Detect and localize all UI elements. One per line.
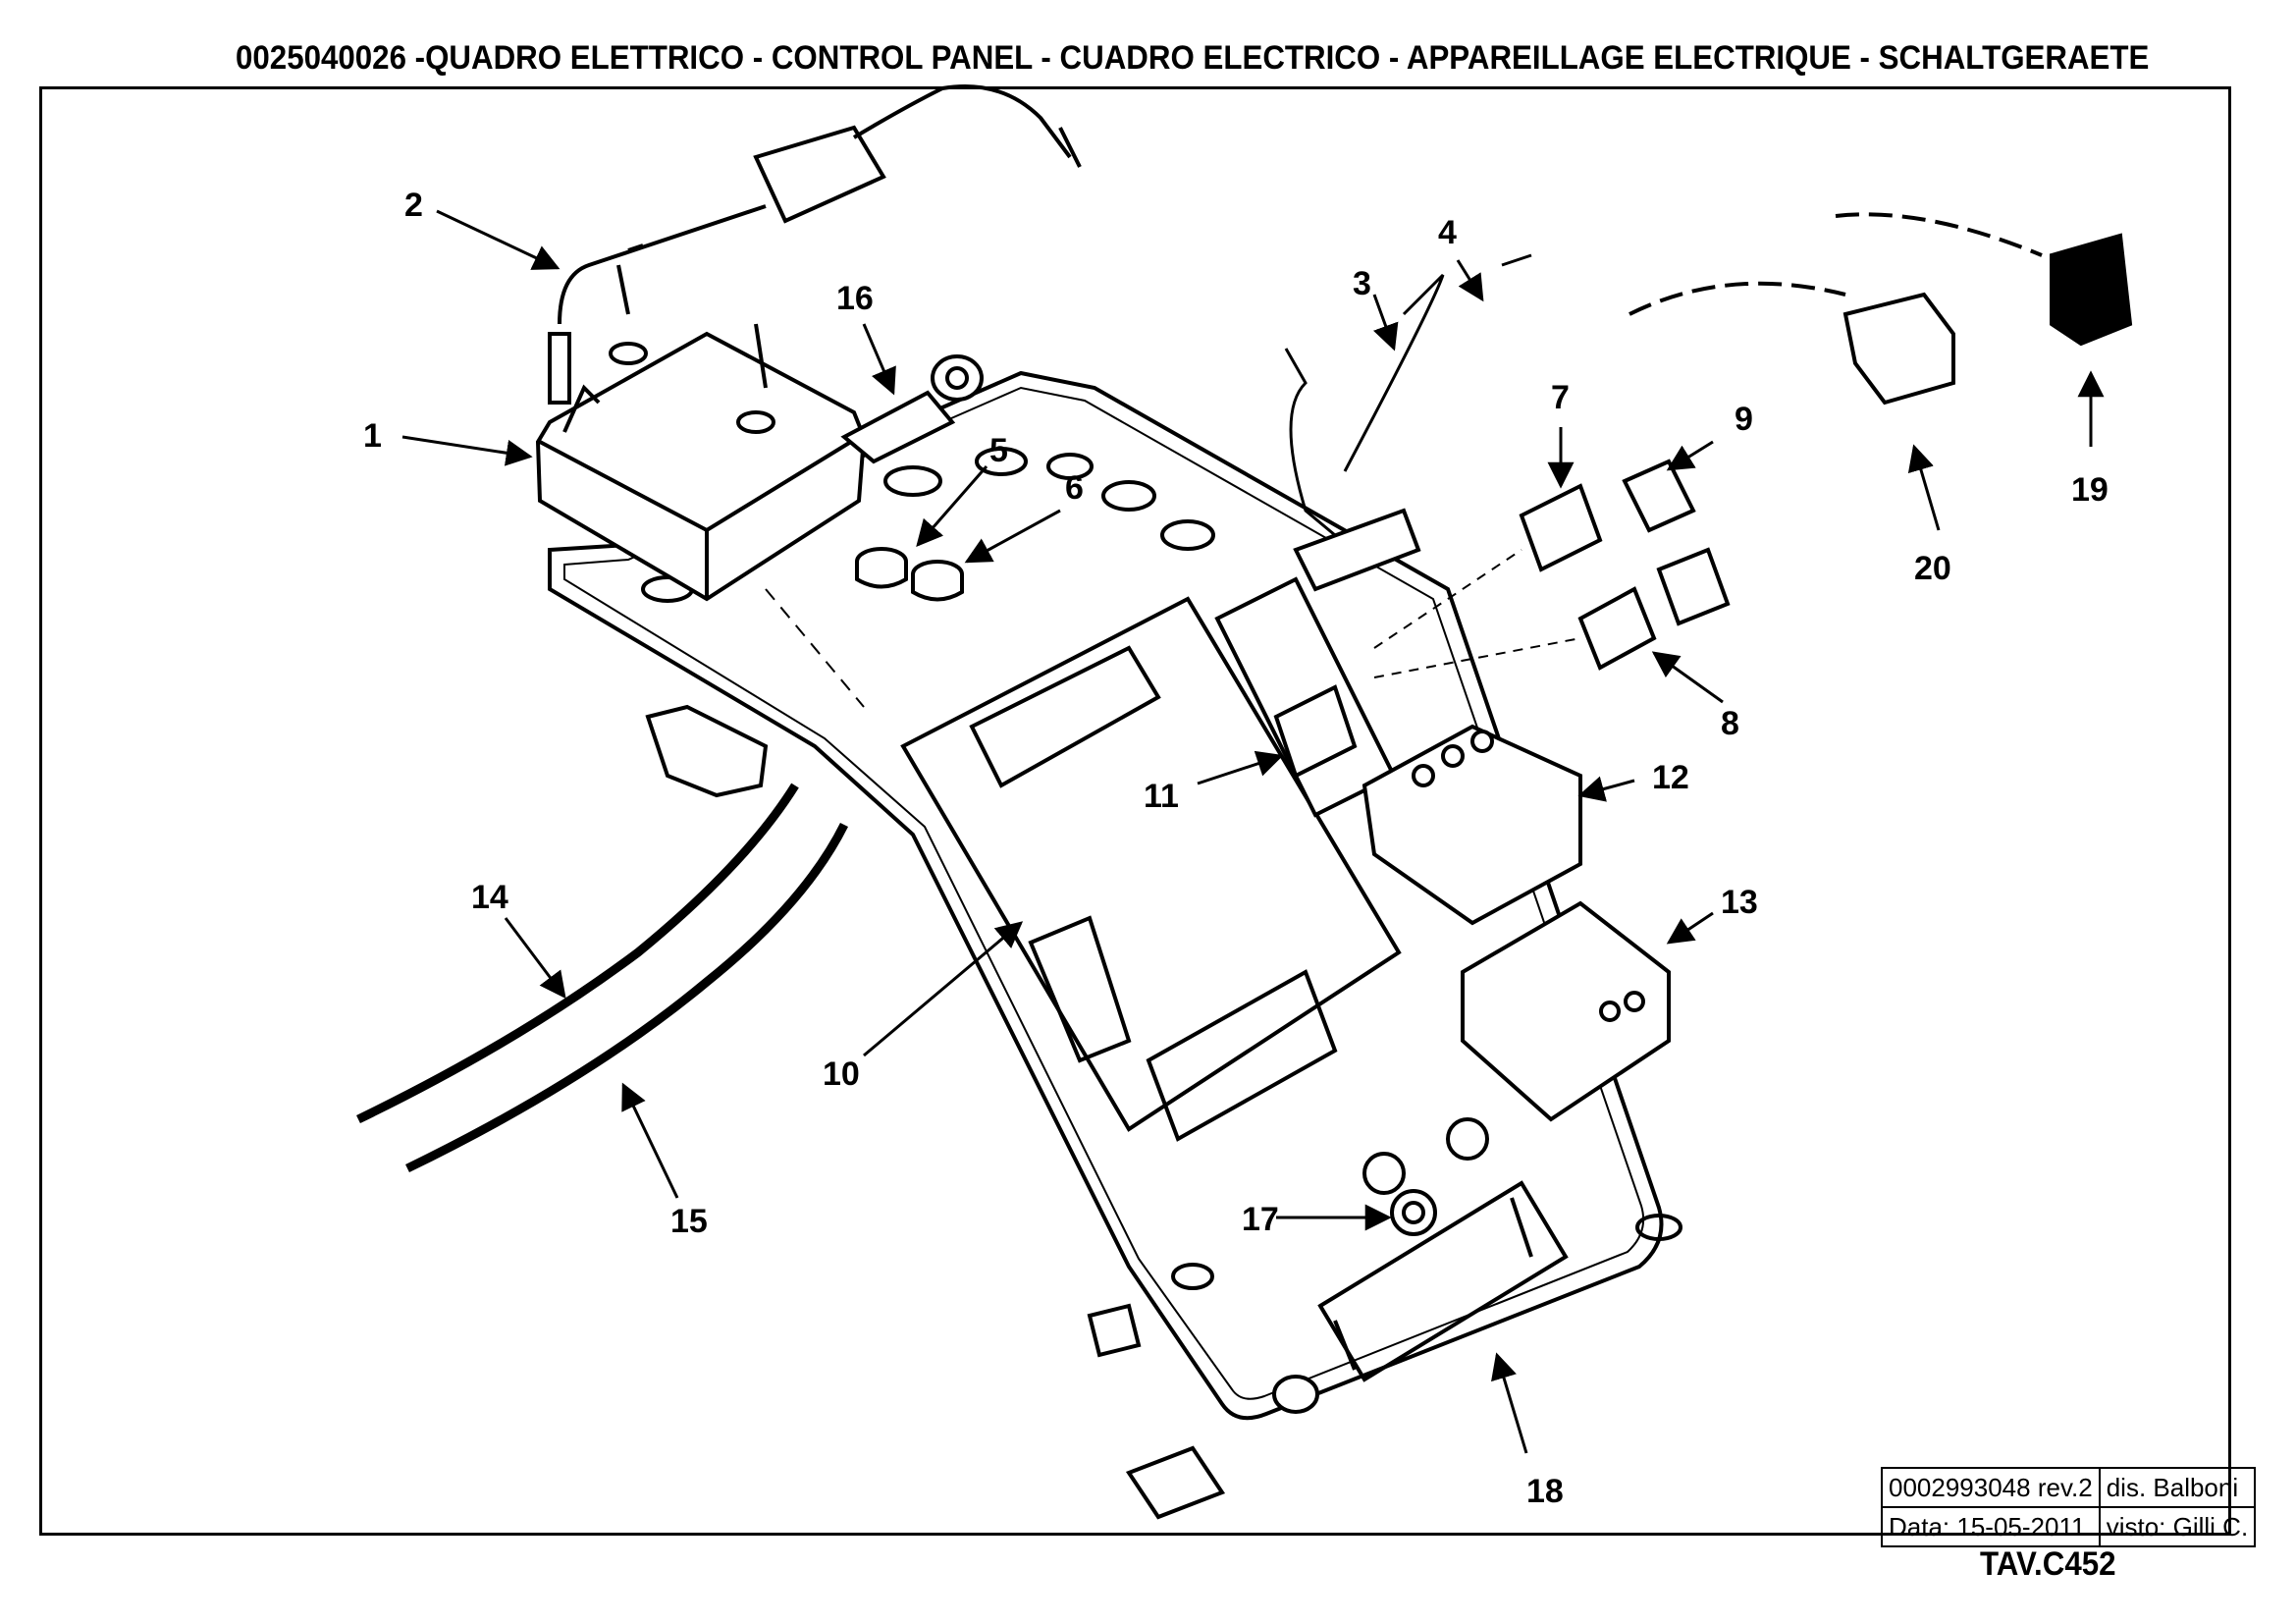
part-18-bracket <box>1317 1180 1569 1382</box>
callout-8: 8 <box>1721 705 1739 742</box>
callout-18: 18 <box>1526 1473 1564 1510</box>
callout-5: 5 <box>989 432 1008 469</box>
part-3-4-wires <box>1284 253 1532 562</box>
base-plate <box>548 370 1682 1421</box>
title-block: 0002993048 rev.2 dis. Balboni Data: 15-0… <box>1881 1467 2257 1547</box>
part-5-grommet <box>855 547 908 589</box>
callout-12: 12 <box>1652 759 1689 796</box>
part-6-grommet <box>911 560 964 602</box>
callout-16: 16 <box>836 280 874 317</box>
part-10-pcb <box>900 596 1402 1142</box>
callout-7: 7 <box>1551 379 1570 416</box>
callout-2: 2 <box>404 187 423 224</box>
part-12-contactor <box>1362 724 1582 926</box>
checked-by: visto: Gilli C. <box>2098 1506 2257 1547</box>
cable-gland <box>1125 1375 1319 1520</box>
callout-15: 15 <box>670 1203 708 1240</box>
callout-11: 11 <box>1144 778 1179 815</box>
part-14-15-cables <box>356 783 849 1173</box>
drawing-frame <box>39 86 2231 1536</box>
callout-10: 10 <box>823 1055 860 1093</box>
callout-4: 4 <box>1438 214 1457 251</box>
drawing-number: 0002993048 rev.2 <box>1881 1467 2101 1508</box>
part-16-connector <box>840 354 984 464</box>
leader-lines <box>401 209 2105 1454</box>
callout-6: 6 <box>1065 469 1084 507</box>
designer: dis. Balboni <box>2098 1467 2257 1508</box>
callout-20: 20 <box>1914 550 1951 587</box>
part-7-8-9-connectors <box>1373 459 1731 678</box>
callout-14: 14 <box>471 879 508 916</box>
part-13-contactor <box>1461 900 1671 1122</box>
part-19-20-solenoid-connectors <box>1629 212 2133 406</box>
callout-3: 3 <box>1353 265 1371 302</box>
callout-17: 17 <box>1242 1201 1279 1238</box>
drawing-title: 0025040026 -QUADRO ELETTRICO - CONTROL P… <box>236 39 2150 77</box>
callout-13: 13 <box>1721 884 1758 921</box>
callout-1: 1 <box>363 417 382 455</box>
callout-labels: 1 2 3 4 5 6 7 8 9 10 11 12 13 14 15 16 1… <box>363 187 2109 1510</box>
part-2-cable <box>548 84 1082 405</box>
part-11-terminal <box>1214 508 1421 818</box>
sheet-code: TAV.C452 <box>1980 1545 2116 1583</box>
part-1-box <box>535 331 867 708</box>
drawing-date: Data: 15-05-2011 <box>1881 1506 2101 1547</box>
callout-19: 19 <box>2071 471 2109 509</box>
callout-9: 9 <box>1735 401 1753 438</box>
part-17-screw <box>1362 1117 1489 1236</box>
